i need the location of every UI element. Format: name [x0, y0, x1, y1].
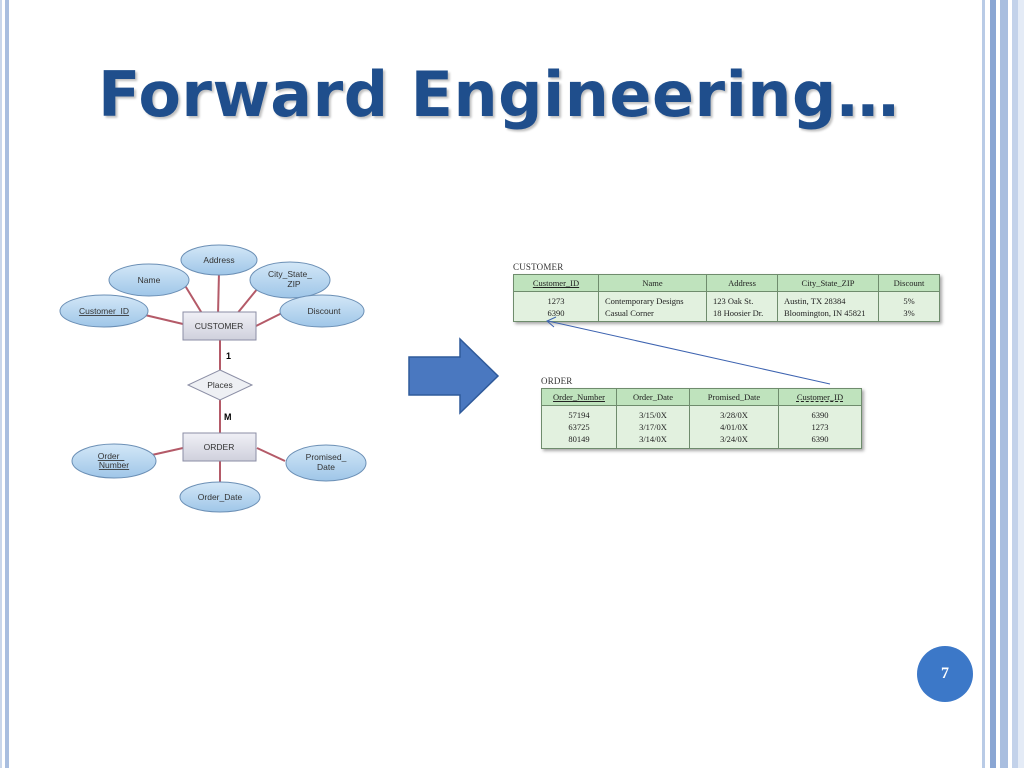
attr-promised-date-label-2: Date	[317, 462, 335, 472]
table-cell: 18 Hoosier Dr.	[706, 307, 778, 323]
customer-col-discount: Discount	[878, 274, 940, 292]
order-entity-box	[182, 432, 257, 462]
cardinality-many-label: M	[224, 412, 232, 422]
customer-entity-box	[182, 311, 257, 341]
order-col-order-date: Order_Date	[616, 388, 690, 406]
attr-discount-label: Discount	[307, 306, 341, 316]
customer-col-name: Name	[598, 274, 707, 292]
table-cell: 5%	[878, 291, 940, 308]
address-attribute-ellipse	[180, 244, 258, 276]
order-date-attribute-ellipse	[179, 481, 261, 513]
table-cell: Contemporary Designs	[598, 291, 707, 308]
order-table-header-row: Order_Number Order_Date Promised_Date Cu…	[541, 388, 862, 406]
table-cell: 1273	[778, 421, 862, 434]
customer-table: Customer_ID Name Address City_State_ZIP …	[513, 274, 940, 323]
customer-col-address: Address	[706, 274, 778, 292]
table-cell: 3/24/0X	[689, 433, 779, 449]
order-col-promised-date: Promised_Date	[689, 388, 779, 406]
table-row: 6390 Casual Corner 18 Hoosier Dr. Bloomi…	[513, 307, 940, 323]
table-cell: Austin, TX 28384	[777, 291, 879, 308]
table-cell: 3/14/0X	[616, 433, 690, 449]
table-cell: 63725	[541, 421, 617, 434]
order-table-caption: ORDER	[541, 376, 573, 386]
customer-table-caption: CUSTOMER	[513, 262, 564, 272]
table-cell: 6390	[778, 405, 862, 422]
table-cell: 1273	[513, 291, 599, 308]
name-attribute-ellipse	[108, 263, 190, 297]
left-border-decoration	[0, 0, 9, 768]
right-border-decoration	[980, 0, 1024, 768]
page-number-badge: 7	[917, 646, 973, 702]
promised-date-attribute-ellipse	[285, 444, 367, 482]
table-cell: 6390	[513, 307, 599, 323]
order-table: Order_Number Order_Date Promised_Date Cu…	[541, 388, 862, 449]
table-cell: 3/15/0X	[616, 405, 690, 422]
table-cell: Casual Corner	[598, 307, 707, 323]
table-row: 63725 3/17/0X 4/01/0X 1273	[541, 421, 862, 434]
attr-order-number-label-1: Order_	[98, 451, 125, 461]
customer-id-attribute-ellipse	[59, 294, 149, 328]
customer-table-header-row: Customer_ID Name Address City_State_ZIP …	[513, 274, 940, 292]
attr-city-state-zip-label-1: City_State_	[268, 269, 312, 279]
table-row: 1273 Contemporary Designs 123 Oak St. Au…	[513, 291, 940, 308]
attr-name-label: Name	[138, 275, 161, 285]
cardinality-one-label: 1	[226, 351, 231, 361]
table-cell: 4/01/0X	[689, 421, 779, 434]
transform-arrow-icon	[408, 337, 500, 415]
places-relationship-diamond	[186, 369, 254, 401]
entity-order-label: ORDER	[204, 442, 235, 452]
table-cell: 57194	[541, 405, 617, 422]
customer-col-city-state-zip: City_State_ZIP	[777, 274, 879, 292]
customer-table-block: CUSTOMER Customer_ID Name Address City_S…	[513, 262, 940, 323]
table-row: 57194 3/15/0X 3/28/0X 6390	[541, 405, 862, 422]
discount-attribute-ellipse	[279, 294, 365, 328]
order-col-order-number: Order_Number	[541, 388, 617, 406]
table-cell: 3/28/0X	[689, 405, 779, 422]
entity-customer-label: CUSTOMER	[195, 321, 244, 331]
table-row: 80149 3/14/0X 3/24/0X 6390	[541, 433, 862, 449]
attr-promised-date-label-1: Promised_	[306, 452, 347, 462]
table-cell: 6390	[778, 433, 862, 449]
table-cell: 3/17/0X	[616, 421, 690, 434]
attr-city-state-zip-label-2: ZIP	[287, 279, 301, 289]
order-col-customer-id: Customer_ID	[778, 388, 862, 406]
relationship-places-label: Places	[207, 380, 233, 390]
er-diagram: Address Name City_State_ ZIP Customer_ID…	[59, 244, 367, 513]
order-number-attribute-ellipse	[71, 443, 157, 479]
customer-col-customer-id: Customer_ID	[513, 274, 599, 292]
table-cell: 80149	[541, 433, 617, 449]
table-cell: 3%	[878, 307, 940, 323]
attr-customer-id-label: Customer_ID	[79, 306, 129, 316]
table-cell: Bloomington, IN 45821	[777, 307, 879, 323]
table-cell: 123 Oak St.	[706, 291, 778, 308]
city-state-zip-attribute-ellipse	[249, 261, 331, 299]
order-table-block: ORDER Order_Number Order_Date Promised_D…	[541, 376, 862, 449]
attr-order-date-label: Order_Date	[198, 492, 243, 502]
attr-order-number-label-2: Number	[99, 460, 129, 470]
slide-title: Forward Engineering…	[98, 58, 900, 131]
attr-address-label: Address	[203, 255, 234, 265]
foreign-key-arrow	[546, 316, 831, 385]
